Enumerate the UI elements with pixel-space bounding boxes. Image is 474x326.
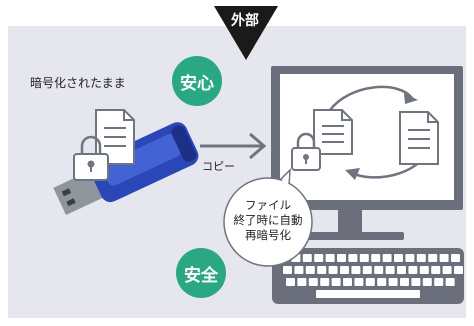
relief-badge: 安心: [172, 56, 222, 106]
keyboard-key: [405, 254, 415, 262]
keyboard-key: [374, 266, 384, 274]
usb-drive-icon: [53, 122, 199, 216]
keyboard-key: [328, 266, 338, 274]
bubble-line-3: 再暗号化: [245, 228, 291, 242]
keyboard-key: [416, 254, 426, 262]
keyboard-key: [431, 266, 441, 274]
padlock-icon: [73, 135, 109, 181]
speech-bubble-icon: [223, 168, 313, 267]
copy-arrow: [200, 132, 267, 160]
keyboard-key: [377, 278, 387, 286]
keyboard-key: [348, 254, 358, 262]
keyboard-key: [442, 266, 452, 274]
keyboard-key: [359, 254, 369, 262]
outside-marker: [214, 6, 278, 60]
keyboard-key: [408, 266, 418, 274]
keyboard-key: [419, 266, 429, 274]
speech-bubble-text: ファイル 終了時に自動 再暗号化: [224, 198, 312, 243]
safe-badge: 安全: [176, 248, 226, 298]
keyboard-key: [362, 266, 372, 274]
keyboard-icon: [272, 248, 464, 304]
padlock-icon: [291, 132, 321, 171]
keyboard-key: [365, 278, 375, 286]
keyboard-key: [351, 266, 361, 274]
keyboard-key: [371, 254, 381, 262]
keyboard-key: [305, 266, 315, 274]
bubble-line-1: ファイル: [245, 198, 291, 212]
keyboard-key: [294, 266, 304, 274]
keyboard-key: [388, 278, 398, 286]
keyboard-key: [428, 254, 438, 262]
keyboard-key: [439, 254, 449, 262]
keyboard-key: [445, 278, 455, 286]
keyboard-key: [454, 266, 463, 274]
keyboard-key: [340, 266, 349, 274]
keyboard-key: [320, 278, 330, 286]
keyboard-key: [317, 266, 327, 274]
keyboard-key: [400, 278, 409, 286]
bubble-line-2: 終了時に自動: [233, 213, 303, 227]
keyboard-key: [337, 254, 346, 262]
keyboard-spacebar: [316, 290, 420, 298]
document-icon: [313, 109, 353, 155]
keyboard-key: [382, 254, 392, 262]
keyboard-key: [354, 278, 364, 286]
keyboard-key: [297, 278, 307, 286]
monitor-icon: [271, 66, 463, 240]
keyboard-key: [411, 278, 421, 286]
keyboard-key: [422, 278, 432, 286]
keyboard-key: [302, 254, 312, 262]
keyboard-key: [451, 254, 460, 262]
keyboard-key: [314, 254, 324, 262]
keyboard-key: [286, 278, 295, 286]
keyboard-key: [331, 278, 341, 286]
keyboard-key: [283, 266, 292, 274]
keyboard-key: [308, 278, 318, 286]
encrypted-as-is-label: 暗号化されたまま: [30, 76, 126, 90]
keyboard-key: [394, 254, 403, 262]
outside-label: 外部: [231, 13, 259, 29]
keyboard-key: [385, 266, 395, 274]
copy-label: コピー: [202, 160, 235, 173]
keyboard-key: [325, 254, 335, 262]
document-icon: [399, 111, 439, 165]
keyboard-key: [397, 266, 406, 274]
keyboard-key: [434, 278, 444, 286]
keyboard-key: [343, 278, 352, 286]
